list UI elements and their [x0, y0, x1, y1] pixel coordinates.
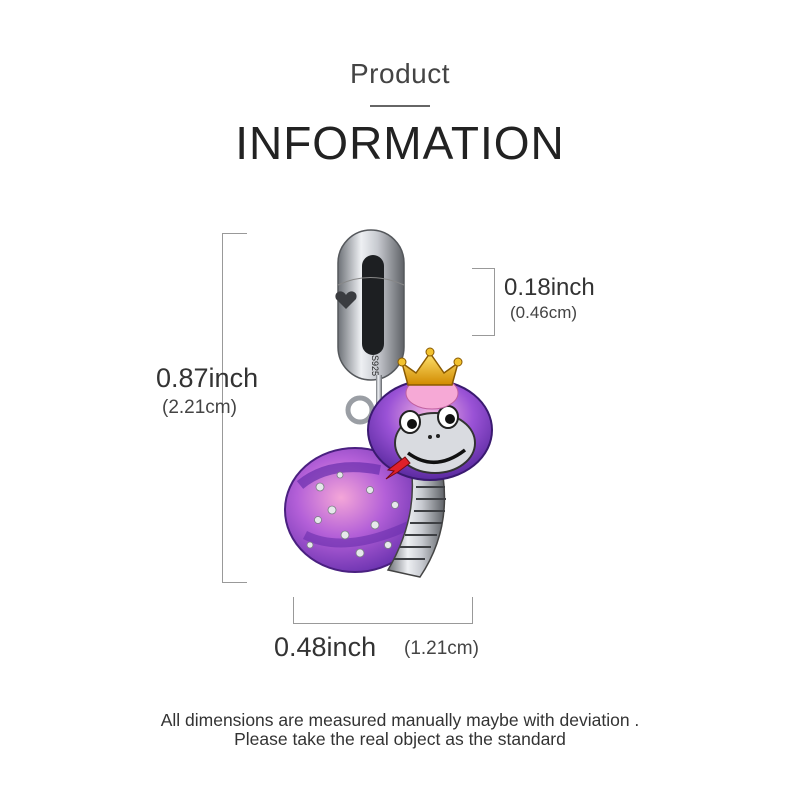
- width-cm-label: (1.21cm): [404, 638, 479, 659]
- footer-disclaimer-line1: All dimensions are measured manually may…: [160, 710, 640, 730]
- stamp-text: S925: [370, 355, 380, 376]
- width-bracket: [293, 597, 473, 624]
- header-title: INFORMATION: [235, 117, 565, 169]
- bail-cm-label: (0.46cm): [510, 303, 578, 322]
- width-inch-label: 0.48inch: [274, 632, 377, 662]
- bail-inch-label: 0.18inch: [504, 274, 595, 301]
- height-cm-label: (2.21cm): [162, 397, 237, 418]
- crown-icon: [397, 347, 463, 386]
- header-subtitle: Product: [350, 58, 450, 89]
- height-bracket: [222, 233, 247, 583]
- bail-bracket: [472, 268, 495, 336]
- bail-ring: S925: [335, 229, 405, 381]
- footer-disclaimer-line2: Please take the real object as the stand…: [234, 729, 566, 749]
- header-divider: [370, 105, 430, 107]
- heart-icon: [335, 291, 357, 309]
- height-inch-label: 0.87inch: [156, 363, 259, 393]
- tongue: [385, 456, 411, 480]
- product-image: S925: [284, 229, 493, 578]
- snake-head: [367, 376, 493, 481]
- snake-coil: [284, 447, 426, 573]
